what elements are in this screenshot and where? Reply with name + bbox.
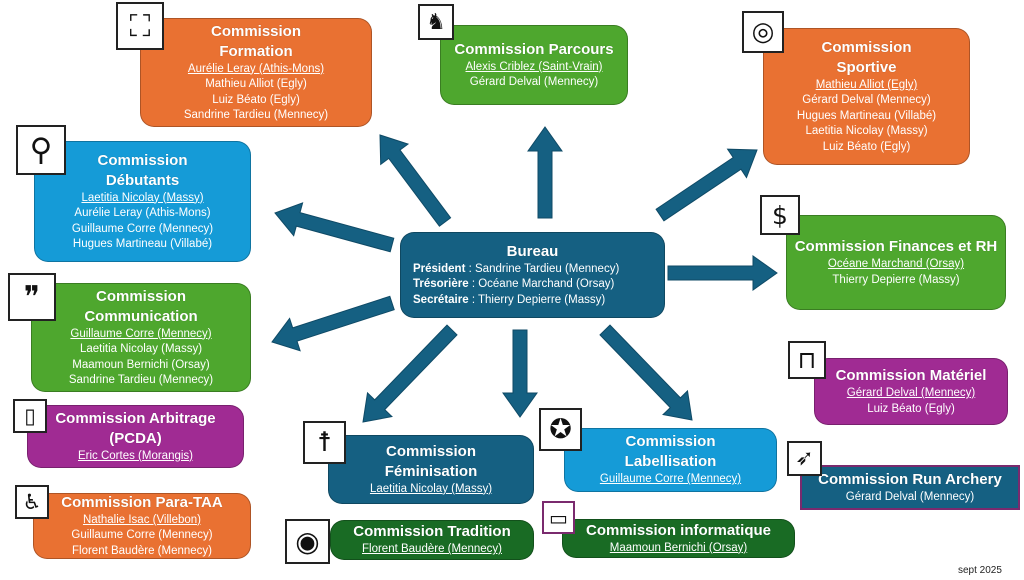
commission-lead: Laetitia Nicolay (Massy) [81,191,204,204]
commission-title: Commission Arbitrage (PCDA) [55,409,216,447]
commission-lead: Nathalie Isac (Villebon) [82,513,202,526]
arrow-to-feminisation [362,324,458,423]
commission-title: Commission Labellisation [624,433,717,471]
speech-bubbles-icon: ❞ [8,273,56,321]
commission-lead: Eric Cortes (Morangis) [77,449,194,462]
commission-title: Commission Parcours [454,40,614,58]
commission-member: Guillaume Corre (Mennecy) [71,529,213,542]
commission-member: Laetitia Nicolay (Massy) [79,343,203,355]
commission-member: Maamoun Bernichi (Orsay) [72,358,210,371]
bureau-role-secretary: Secrétaire : Thierry Depierre (Massy) [413,293,606,306]
money-hand-icon: $ [760,195,800,235]
commission-lead: Maamoun Bernichi (Orsay) [609,541,748,554]
commission-lead: Laetitia Nicolay (Massy) [369,482,493,495]
commission-lead: Gérard Delval (Mennecy) [846,387,976,399]
target-icon: ◉ [285,519,330,564]
commission-member: Aurélie Leray (Athis-Mons) [74,207,211,219]
commission-title: Commission Féminisation [384,442,478,480]
archer-icon: ☨ [303,421,346,464]
arrow-to-down [502,329,538,418]
arrow-to-labellisation [599,324,693,421]
commission-title: Commission Matériel [835,367,987,384]
bureau-role-president: Président : Sandrine Tardieu (Mennecy) [413,262,620,275]
commission-member: Gérard Delval (Mennecy) [469,76,599,88]
commission-lead: Gérard Delval (Mennecy) [845,490,975,503]
arrow-to-debutants [274,202,395,253]
computer-icon: ▭ [542,501,575,534]
arrow-to-finances [667,255,778,291]
target-arrow-icon: ◎ [742,11,784,53]
commission-lead: Océane Marchand (Orsay) [827,258,965,270]
commission-title: Commission Para-TAA [61,493,223,511]
card-hand-icon: ▯ [13,399,47,433]
commission-title: Commission Formation [210,22,301,60]
commission-lead: Guillaume Corre (Mennecy) [599,473,742,486]
workbench-icon: ⊓ [788,341,826,379]
commission-lead: Mathieu Alliot (Egly) [815,78,918,91]
commission-title: Commission Tradition [353,523,511,541]
arrow-to-parcours [527,126,563,219]
arrow-to-sportive [655,148,758,222]
certificate-icon: ✪ [539,408,582,451]
commission-member: Mathieu Alliot (Egly) [205,78,307,90]
commission-para-taa-box: Commission Para-TAA Nathalie Isac (Villeb… [33,493,251,559]
arrow-to-formation [379,134,452,227]
commission-member: Gérard Delval (Mennecy) [802,94,931,107]
commission-lead: Guillaume Corre (Mennecy) [70,327,212,340]
commission-title: Commission informatique [585,521,772,539]
commission-member: Luiz Béato (Egly) [867,402,955,415]
commission-arbitrage-box: Commission Arbitrage (PCDA) Eric Cortes (… [27,405,244,468]
commission-title: Commission Communication [84,287,198,325]
commission-member: Sandrine Tardieu (Mennecy) [183,109,329,121]
commission-member: Laetitia Nicolay (Massy) [805,125,928,138]
commission-title: Commission Run Archery [818,470,1002,488]
commission-lead: Florent Baudère (Mennecy) [362,543,502,556]
date-label: sept 2025 [958,565,1002,576]
commission-member: Thierry Depierre (Massy) [832,273,960,286]
bureau-role-treasurer: Trésorière : Océane Marchand (Orsay) [413,278,615,291]
climbing-stairs-icon: ⚲ [16,125,66,175]
teacher-icon: ⛶ [116,2,164,50]
bureau-box: Bureau Président : Sandrine Tardieu (Men… [400,232,665,318]
unicorn-icon: ♞ [418,4,454,40]
commission-member: Luiz Béato (Egly) [822,140,911,153]
bureau-title: Bureau [506,242,559,260]
commission-title: Commission Sportive [821,38,912,76]
wheelchair-icon: ♿ [15,485,49,519]
runner-icon: ➶ [787,441,822,476]
commission-member: Hugues Martineau (Villabé) [72,238,213,250]
commission-lead: Alexis Criblez (Saint-Vrain) [465,60,603,73]
commission-finances-box: Commission Finances et RH Océane Marchand… [786,215,1006,310]
commission-lead: Aurélie Leray (Athis-Mons) [187,62,325,75]
commission-member: Florent Baudère (Mennecy) [72,544,212,557]
commission-title: Commission Débutants [97,151,188,189]
commission-member: Luiz Béato (Egly) [212,93,300,106]
commission-member: Guillaume Corre (Mennecy) [71,222,214,235]
commission-member: Hugues Martineau (Villabé) [796,109,937,122]
arrow-to-communication [271,295,395,352]
commission-member: Sandrine Tardieu (Mennecy) [68,374,214,386]
commission-title: Commission Finances et RH [794,238,998,255]
